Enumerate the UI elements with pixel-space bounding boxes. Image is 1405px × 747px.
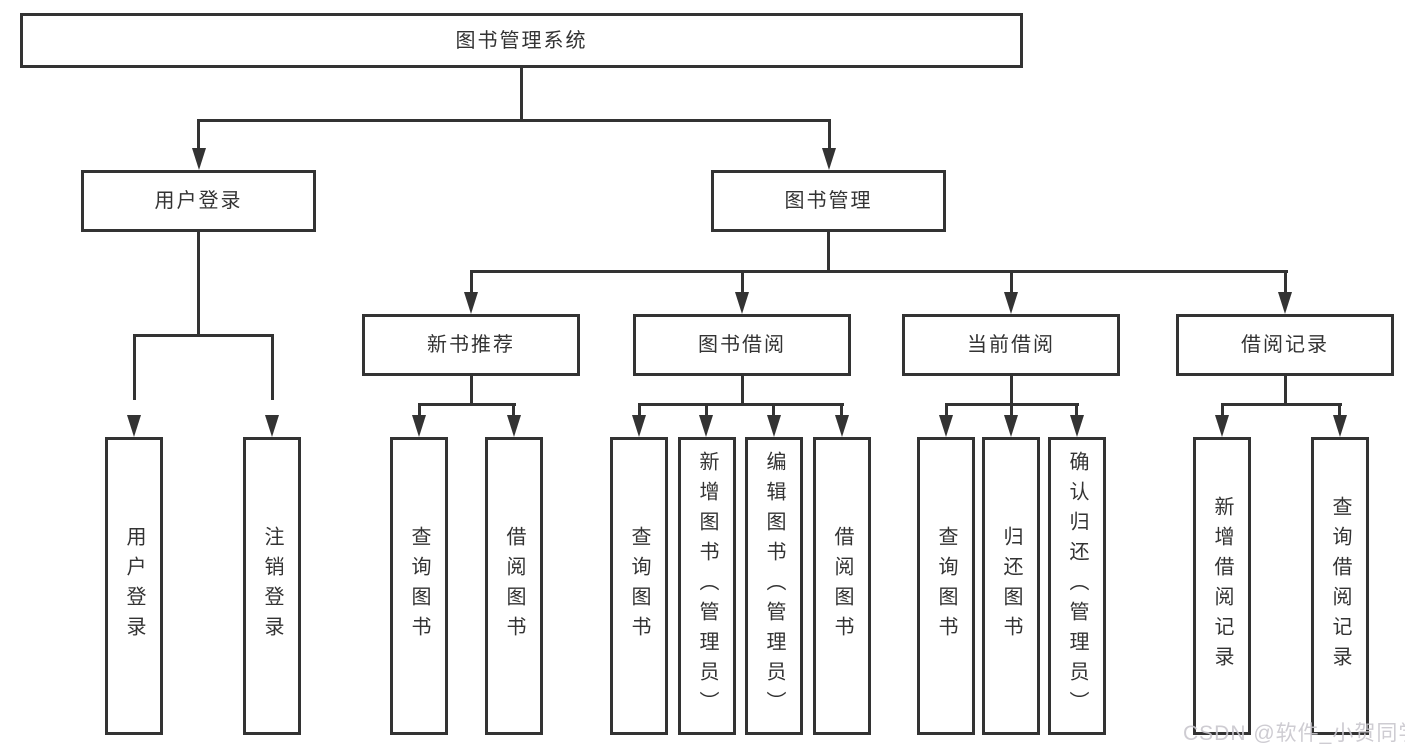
connector-recd-vertical: [1284, 376, 1287, 405]
node-label: 新增借阅记录: [1211, 496, 1233, 676]
arrowhead-down-icon: [699, 415, 713, 437]
node-book-borrowing: 图书借阅: [633, 314, 851, 376]
watermark: CSDN @软件_小贺同学: [1183, 722, 1405, 745]
arrowhead-down-icon: [1333, 415, 1347, 437]
node-label: 图书借阅: [698, 334, 786, 356]
leaf-cur-return-books: 归还图书: [982, 437, 1040, 735]
connector-root-drop-right: [828, 119, 831, 153]
leaf-user-login: 用户登录: [105, 437, 163, 735]
leaf-bor-add-books-admin: 新增图书（管理员）: [678, 437, 736, 735]
node-book-management: 图书管理: [711, 170, 946, 232]
node-label: 新书推荐: [427, 334, 515, 356]
node-label: 编辑图书（管理员）: [763, 451, 785, 721]
node-label: 查询借阅记录: [1329, 496, 1351, 676]
node-label: 归还图书: [1000, 526, 1022, 646]
connector-login-drop-left: [133, 334, 136, 400]
connector-mgmt-drop: [741, 270, 744, 294]
connector-cur-drop: [1075, 403, 1078, 417]
connector-mgmt-horizontal: [470, 270, 1288, 273]
connector-rec-horizontal: [418, 403, 516, 406]
connector-login-vertical: [197, 232, 200, 336]
node-label: 借阅图书: [503, 526, 525, 646]
connector-rec-vertical: [470, 376, 473, 405]
leaf-rec-query-books: 查询图书: [390, 437, 448, 735]
node-label: 新增图书（管理员）: [696, 451, 718, 721]
arrowhead-down-icon: [939, 415, 953, 437]
leaf-bor-borrow-books: 借阅图书: [813, 437, 871, 735]
leaf-bor-query-books: 查询图书: [610, 437, 668, 735]
arrowhead-down-icon: [1004, 415, 1018, 437]
leaf-rec-borrow-books: 借阅图书: [485, 437, 543, 735]
connector-mgmt-drop: [1284, 270, 1287, 294]
connector-login-horizontal: [133, 334, 274, 337]
connector-bor-drop: [840, 403, 843, 417]
arrowhead-down-icon: [127, 415, 141, 437]
leaf-recd-add-record: 新增借阅记录: [1193, 437, 1251, 735]
arrowhead-down-icon: [192, 148, 206, 170]
connector-root-drop-left: [197, 119, 200, 153]
connector-login-drop-right: [271, 334, 274, 400]
arrowhead-down-icon: [507, 415, 521, 437]
leaf-cur-confirm-return-admin: 确认归还（管理员）: [1048, 437, 1106, 735]
connector-root-horizontal: [197, 119, 831, 122]
arrowhead-down-icon: [735, 292, 749, 314]
node-label: 图书管理: [784, 190, 873, 212]
leaf-recd-query-record: 查询借阅记录: [1311, 437, 1369, 735]
arrowhead-down-icon: [1215, 415, 1229, 437]
connector-cur-drop: [945, 403, 948, 417]
node-label: 确认归还（管理员）: [1066, 451, 1088, 721]
node-label: 借阅记录: [1241, 334, 1329, 356]
node-label: 用户登录: [123, 526, 145, 646]
leaf-bor-edit-books-admin: 编辑图书（管理员）: [745, 437, 803, 735]
arrowhead-down-icon: [265, 415, 279, 437]
connector-root-vertical: [520, 68, 523, 121]
leaf-cur-query-books: 查询图书: [917, 437, 975, 735]
node-current-borrowing: 当前借阅: [902, 314, 1120, 376]
connector-bor-vertical: [741, 376, 744, 405]
connector-mgmt-vertical: [827, 232, 830, 272]
node-label: 当前借阅: [967, 334, 1055, 356]
arrowhead-down-icon: [767, 415, 781, 437]
arrowhead-down-icon: [1004, 292, 1018, 314]
arrowhead-down-icon: [632, 415, 646, 437]
arrowhead-down-icon: [1278, 292, 1292, 314]
node-label: 注销登录: [261, 526, 283, 646]
node-label: 借阅图书: [831, 526, 853, 646]
node-borrowing-records: 借阅记录: [1176, 314, 1394, 376]
arrowhead-down-icon: [1070, 415, 1084, 437]
arrowhead-down-icon: [822, 148, 836, 170]
arrowhead-down-icon: [412, 415, 426, 437]
node-new-book-recommend: 新书推荐: [362, 314, 580, 376]
node-label: 查询图书: [408, 526, 430, 646]
arrowhead-down-icon: [464, 292, 478, 314]
connector-rec-drop: [418, 403, 421, 417]
connector-bor-horizontal: [638, 403, 844, 406]
leaf-logout: 注销登录: [243, 437, 301, 735]
connector-cur-drop: [1010, 403, 1013, 417]
connector-recd-drop: [1221, 403, 1224, 417]
node-label: 图书管理系统: [455, 29, 588, 52]
connector-recd-drop: [1338, 403, 1341, 417]
connector-mgmt-drop: [470, 270, 473, 294]
connector-mgmt-drop: [1010, 270, 1013, 294]
connector-bor-drop: [772, 403, 775, 417]
node-label: 用户登录: [154, 190, 243, 212]
arrowhead-down-icon: [835, 415, 849, 437]
node-library-management-system: 图书管理系统: [20, 13, 1023, 68]
connector-cur-vertical: [1010, 376, 1013, 405]
connector-rec-drop: [512, 403, 515, 417]
node-label: 查询图书: [935, 526, 957, 646]
node-label: 查询图书: [628, 526, 650, 646]
node-user-login: 用户登录: [81, 170, 316, 232]
connector-bor-drop: [638, 403, 641, 417]
connector-recd-horizontal: [1221, 403, 1342, 406]
connector-bor-drop: [705, 403, 708, 417]
